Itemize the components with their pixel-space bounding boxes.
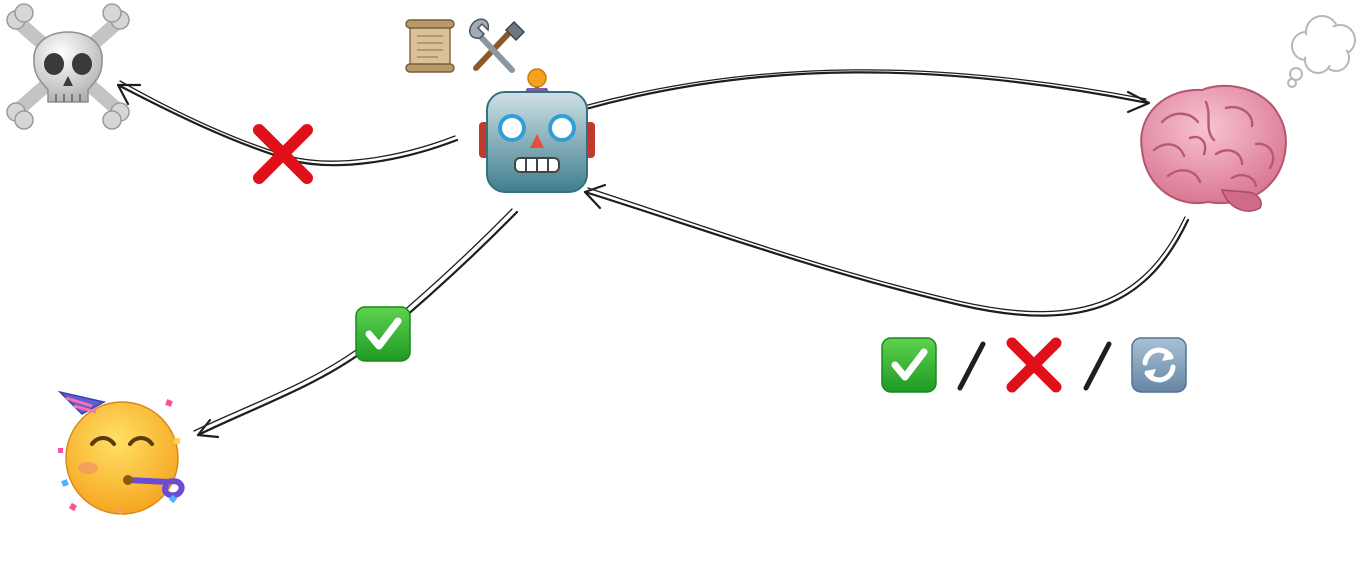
feedback-label-row	[881, 337, 1187, 393]
cross-mark-icon	[253, 124, 313, 184]
brain-icon	[1140, 84, 1287, 212]
refresh-arrows-icon	[1131, 337, 1187, 393]
scroll-icon	[405, 19, 455, 73]
partying-face-icon	[57, 390, 185, 516]
check-mark-button-icon	[881, 337, 937, 393]
separator-slash	[957, 341, 986, 391]
robot-icon	[479, 68, 595, 193]
check-mark-button-icon	[355, 306, 411, 362]
edge-robot-to-brain	[580, 69, 1151, 114]
thought-bubble-icon	[1287, 15, 1356, 88]
edge-brain-to-robot	[583, 183, 1190, 317]
skull-and-crossbones-icon	[6, 3, 130, 130]
hammer-and-wrench-icon	[469, 18, 526, 73]
cross-mark-icon	[1006, 337, 1062, 393]
separator-slash	[1083, 341, 1112, 391]
